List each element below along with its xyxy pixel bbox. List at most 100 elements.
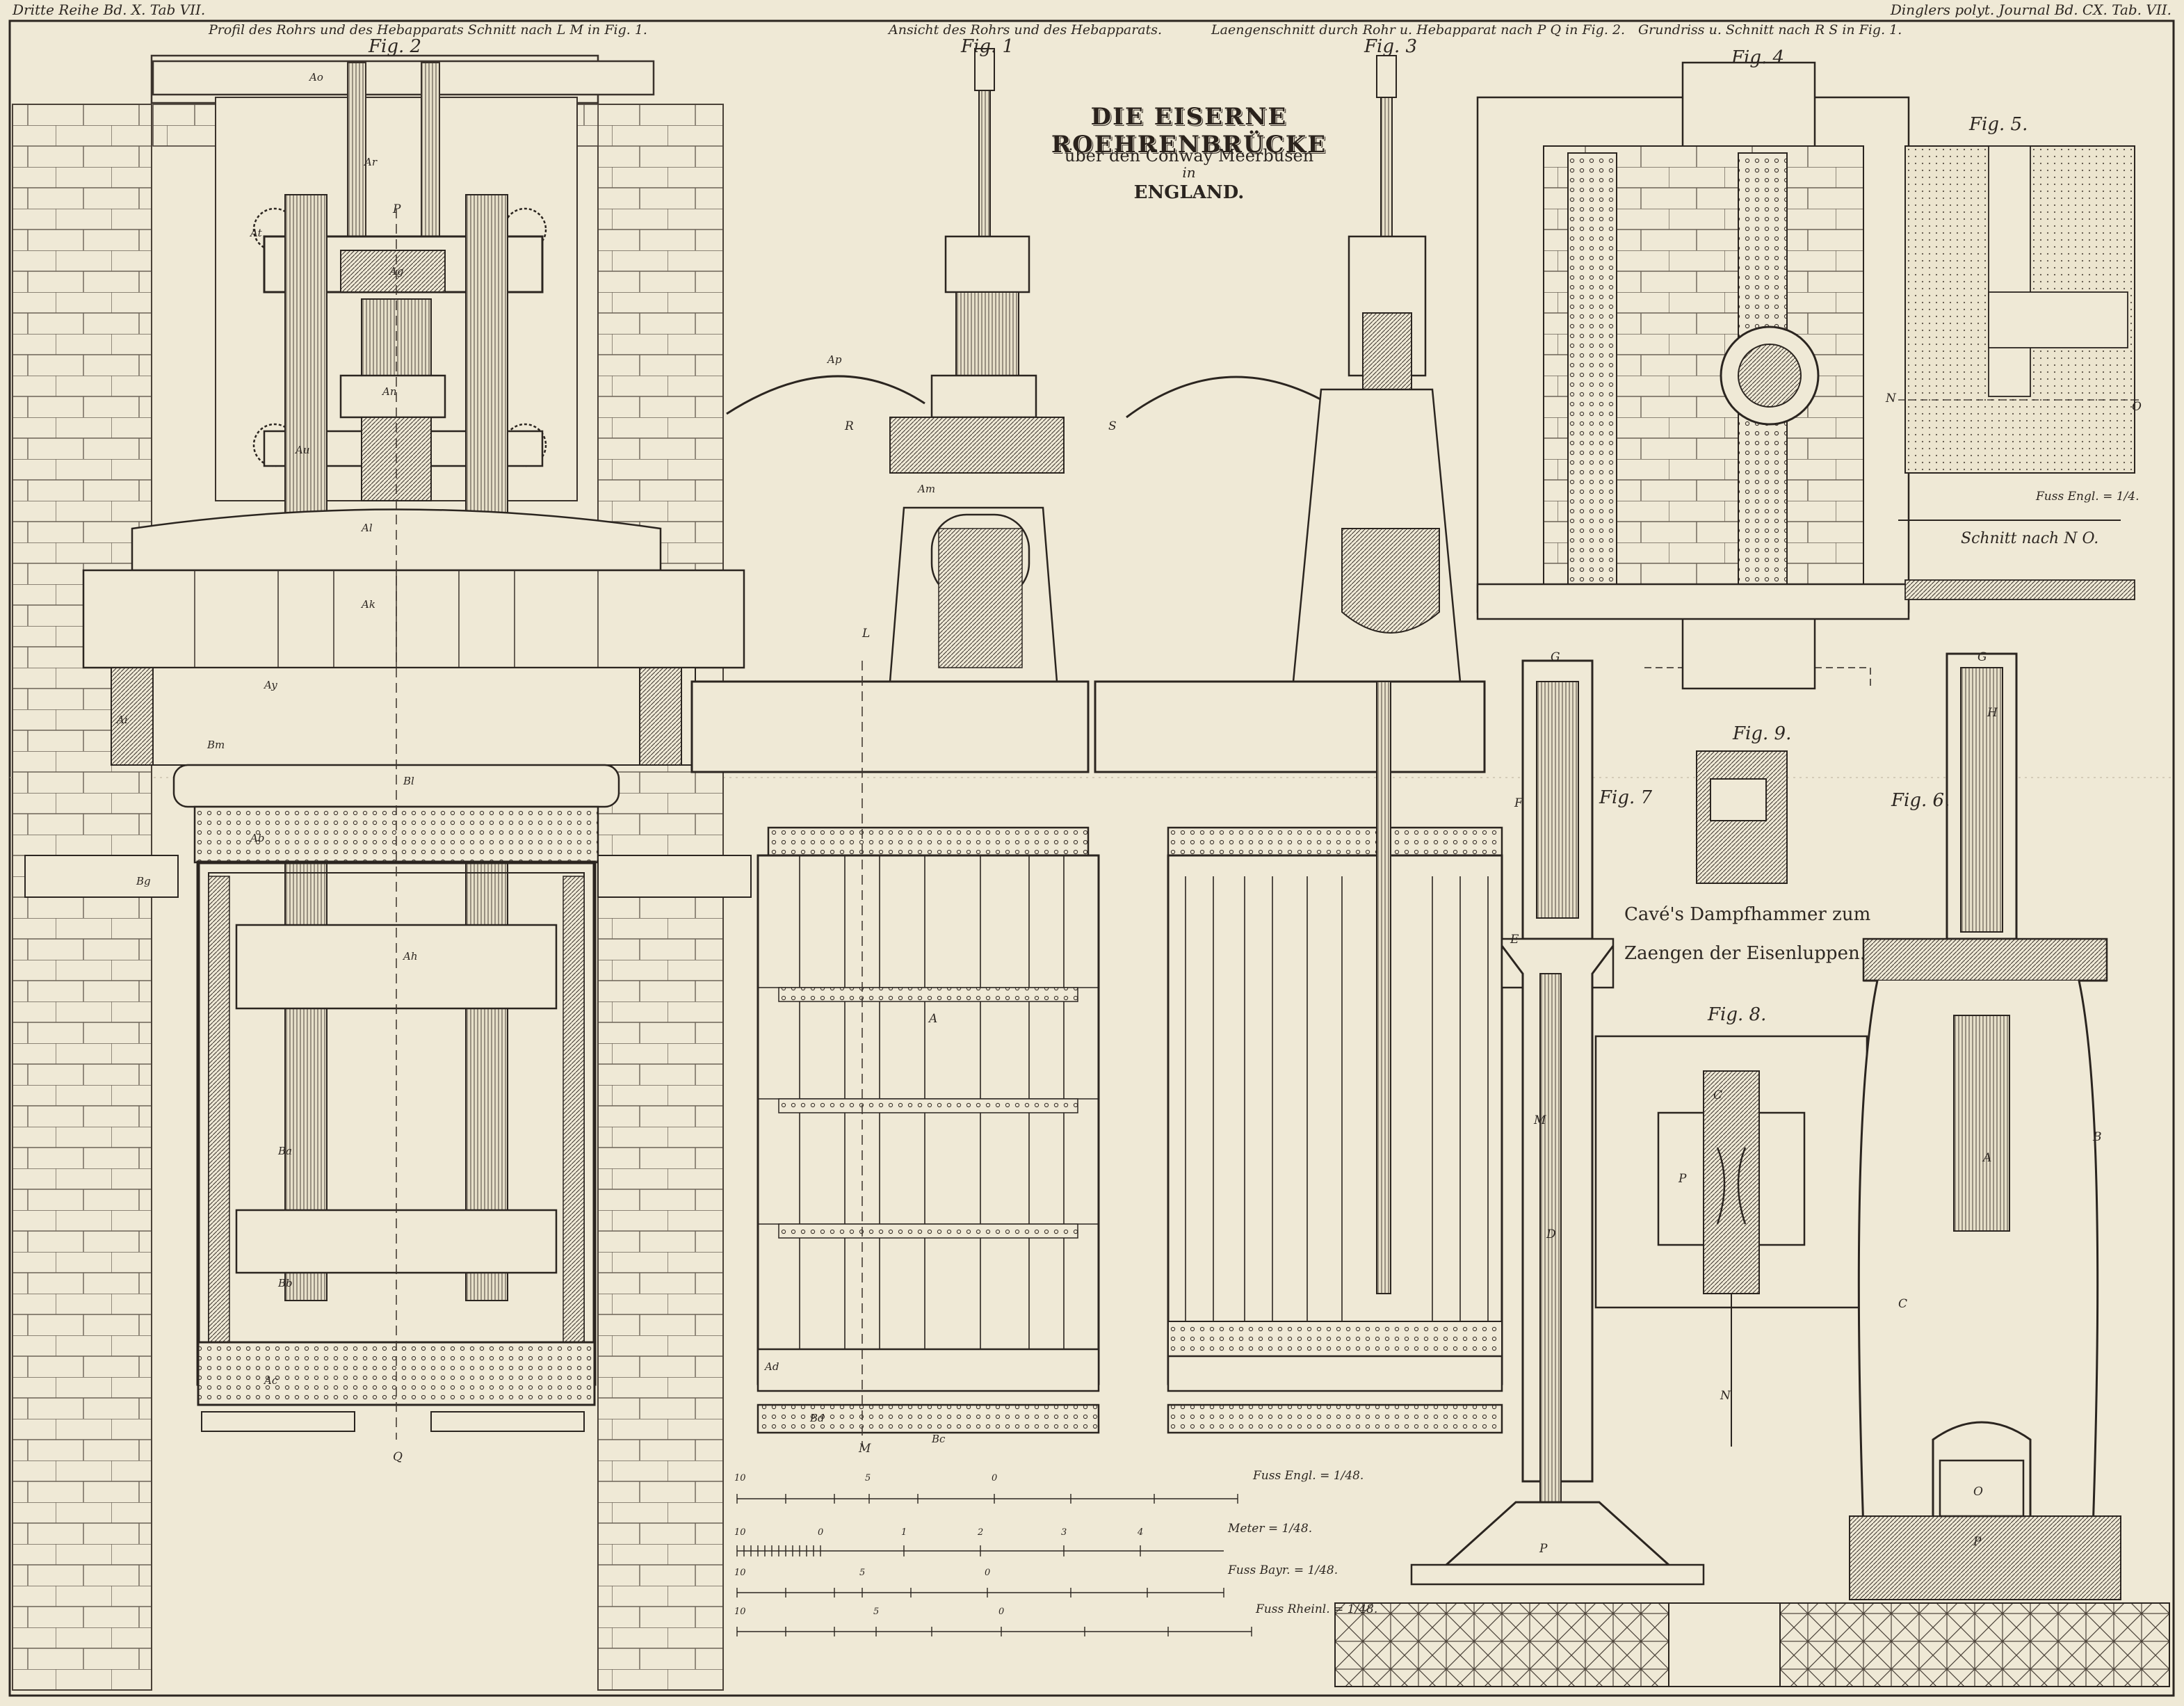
letter-m: M xyxy=(1533,1113,1546,1127)
letter-p-fig6: P xyxy=(1973,1535,1982,1549)
label-al: Al xyxy=(360,522,373,534)
letter-n: N xyxy=(1885,392,1897,405)
fig7-drawing xyxy=(1410,659,1705,1586)
scale-meter-tick: 3 xyxy=(1061,1527,1067,1538)
label-ap: Ap xyxy=(826,353,842,366)
fig6-label: Fig. 6. xyxy=(1891,790,1950,811)
label-bl: Bl xyxy=(403,775,414,787)
scale-label-rheinl: Fuss Rheinl. = 1/48. xyxy=(1256,1602,1378,1616)
scale-label-engl: Fuss Engl. = 1/48. xyxy=(1253,1469,1364,1483)
fig5-label: Fig. 5. xyxy=(1969,114,2028,135)
label-ay: Ay xyxy=(263,679,277,691)
fig9-drawing xyxy=(1696,750,1788,884)
scale-bayr-tick: 0 xyxy=(985,1568,991,1578)
label-at: At xyxy=(249,227,263,239)
scale-label-bayr: Fuss Bayr. = 1/48. xyxy=(1228,1563,1338,1577)
letter-f: F xyxy=(1514,796,1523,810)
letter-a-fig6: A xyxy=(1982,1151,1991,1165)
scale-label-meter: Meter = 1/48. xyxy=(1228,1522,1313,1536)
label-ag: Ag xyxy=(388,265,403,277)
letter-r: R xyxy=(844,419,854,433)
label-an: An xyxy=(381,385,397,398)
letter-q: Q xyxy=(393,1450,403,1464)
letter-p-fig8: P xyxy=(1678,1172,1687,1186)
scale-ticks xyxy=(736,1494,1252,1636)
label-ah: Ah xyxy=(402,950,418,963)
label-ak: Ak xyxy=(360,598,375,611)
scale-bars xyxy=(737,1498,1252,1632)
plate-subtitle-in: in xyxy=(1182,164,1196,181)
fig2-label: Fig. 2 xyxy=(369,36,422,57)
caption-fig3: Laengenschnitt durch Rohr u. Hebapparat … xyxy=(1211,22,1626,38)
letter-s: S xyxy=(1108,419,1117,433)
scale-meter-tick: 4 xyxy=(1138,1527,1144,1538)
scale-meter-tick: 0 xyxy=(818,1527,824,1538)
letter-c-fig8: C xyxy=(1713,1088,1722,1102)
scale-engl-tick: 0 xyxy=(992,1473,998,1483)
fig3-drawing xyxy=(1094,55,1503,1434)
letter-g: G xyxy=(1551,650,1560,664)
letter-o-fig6: O xyxy=(1973,1485,1983,1499)
label-ac: Ac xyxy=(263,1374,278,1387)
label-am: Am xyxy=(916,483,935,495)
letter-p-fig7: P xyxy=(1539,1542,1548,1556)
plate-border xyxy=(8,19,2175,1697)
label-ai: Ai xyxy=(115,714,128,726)
letter-p: P xyxy=(392,202,401,216)
letter-l: L xyxy=(862,627,870,641)
scale-meter-tick: 1 xyxy=(901,1527,907,1538)
fig1-label: Fig. 1 xyxy=(961,36,1014,57)
section-letters: P Q L M R S N O A A B C C P P P O N E F … xyxy=(392,202,2142,1556)
scale-rheinl-tick: 0 xyxy=(998,1607,1005,1617)
letter-h: H xyxy=(1987,706,1998,720)
fig5-scale-note: Fuss Engl. = 1/4. xyxy=(2036,490,2139,504)
scale-meter-tick: 10 xyxy=(734,1527,746,1538)
label-au: Au xyxy=(294,444,310,456)
label-ar: Ar xyxy=(363,156,378,168)
hammer-caption-line1: Cavé's Dampfhammer zum xyxy=(1624,904,1871,925)
fig5-section-note: Schnitt nach N O. xyxy=(1961,530,2099,547)
fig5-drawing xyxy=(1898,145,2142,600)
scale-engl-tick: 5 xyxy=(865,1473,871,1483)
plate-subtitle-country: ENGLAND. xyxy=(1133,182,1245,203)
part-labels: Ao Ar At Ag Au An Al Ak Ai Ay Bm Bl Ab B… xyxy=(115,71,946,1445)
letter-o: O xyxy=(2132,400,2142,414)
fig3-label: Fig. 3 xyxy=(1364,36,1418,57)
letter-e: E xyxy=(1510,933,1519,947)
fig4-label: Fig. 4 xyxy=(1731,47,1785,68)
plate-title: DIE EISERNE ROEHRENBRÜCKE xyxy=(1051,103,1327,159)
label-ad: Ad xyxy=(763,1360,779,1373)
scale-meter-tick: 2 xyxy=(978,1527,984,1538)
fig4-drawing xyxy=(1476,61,1910,690)
scale-rheinl-tick: 5 xyxy=(873,1607,880,1617)
label-bg: Bg xyxy=(136,875,151,887)
caption-fig1: Ansicht des Rohrs und des Hebapparats. xyxy=(889,22,1163,38)
letter-n-fig8: N xyxy=(1720,1389,1731,1403)
fig1-drawing xyxy=(690,48,1100,1447)
letter-m: M xyxy=(858,1442,871,1456)
plate-header-right: Dinglers polyt. Journal Bd. CX. Tab. VII… xyxy=(1890,1,2171,18)
label-ao: Ao xyxy=(308,71,323,83)
letter-a: A xyxy=(928,1012,937,1026)
plate-header-left: Dritte Reihe Bd. X. Tab VII. xyxy=(13,1,206,18)
scale-rheinl-tick: 10 xyxy=(734,1607,746,1617)
label-bc: Bc xyxy=(931,1433,946,1445)
label-bm: Bm xyxy=(207,739,225,751)
fig8-drawing xyxy=(1594,1035,1868,1447)
hammer-caption-line2: Zaengen der Eisenluppen. xyxy=(1624,943,1866,964)
scale-engl-tick: 10 xyxy=(734,1473,746,1483)
label-ba: Ba xyxy=(277,1145,292,1157)
label-bb: Bb xyxy=(277,1277,293,1289)
fig7-label: Fig. 7 xyxy=(1599,787,1653,808)
plate-subtitle: über den Conway Meerbusen xyxy=(1064,146,1314,166)
letter-g-fig6: G xyxy=(1977,650,1987,664)
letter-b: B xyxy=(2092,1130,2102,1144)
label-ab: Ab xyxy=(249,832,264,844)
letter-d: D xyxy=(1546,1228,1556,1241)
label-bd: Bd xyxy=(809,1412,825,1424)
scale-bayr-tick: 10 xyxy=(734,1568,746,1578)
fig6-drawing xyxy=(1849,652,2121,1600)
caption-fig4: Grundriss u. Schnitt nach R S in Fig. 1. xyxy=(1638,22,1902,38)
letter-c: C xyxy=(1898,1297,1907,1311)
